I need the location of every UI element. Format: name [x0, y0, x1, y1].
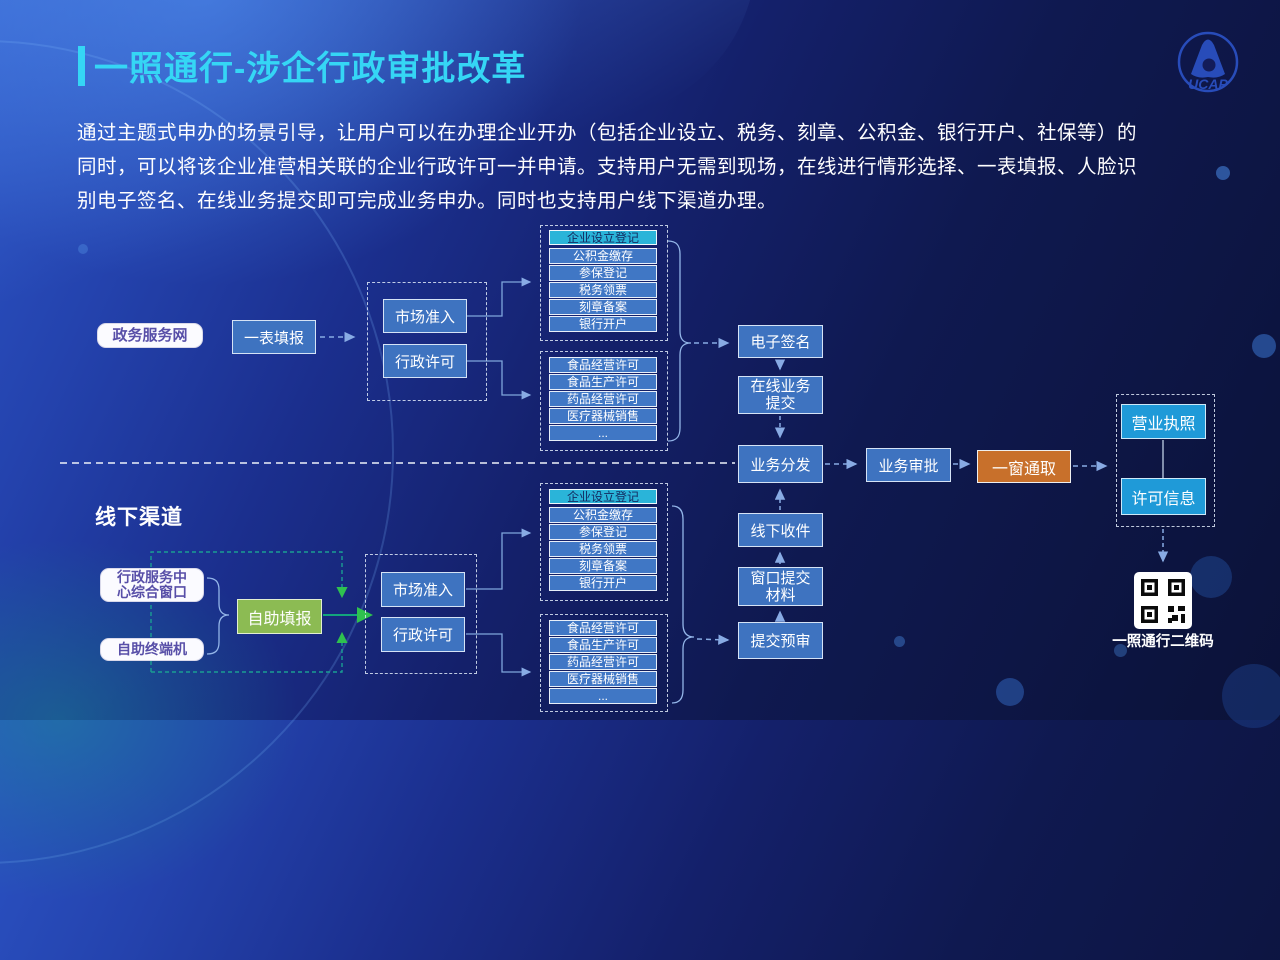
- node-setup-offline-1: 公积金缴存: [549, 507, 657, 523]
- node-license-offline-0: 食品经营许可: [549, 620, 657, 636]
- node-setup-3: 税务领票: [549, 282, 657, 298]
- bg-circle: [1216, 166, 1230, 180]
- bg-circle: [1252, 334, 1276, 358]
- ucap-logo-icon: UCAP: [1177, 31, 1239, 93]
- node-market-access: 市场准入: [383, 299, 467, 333]
- node-self-terminal: 自助终端机: [100, 638, 204, 661]
- node-license-4: ...: [549, 425, 657, 441]
- node-business-license: 营业执照: [1121, 404, 1206, 439]
- node-submit-preview: 提交预审: [738, 622, 823, 659]
- bg-circle: [1222, 664, 1280, 728]
- node-setup-offline-5: 银行开户: [549, 575, 657, 591]
- brace-online-groups: [667, 240, 692, 442]
- group-offline-setup: [540, 483, 668, 601]
- node-setup-0: 企业设立登记: [549, 230, 657, 245]
- bg-glow-bottomleft: [0, 480, 380, 960]
- node-pickup: 一窗通取: [977, 450, 1071, 483]
- node-online-submit: 在线业务 提交: [738, 376, 823, 414]
- node-self-fill: 自助填报: [237, 599, 322, 634]
- node-gov-portal: 政务服务网: [97, 323, 203, 348]
- node-license-0: 食品经营许可: [549, 357, 657, 373]
- node-setup-4: 刻章备案: [549, 299, 657, 315]
- intro-line-1: 通过主题式申办的场景引导，让用户可以在办理企业开办（包括企业设立、税务、刻章、公…: [77, 122, 1138, 144]
- node-setup-5: 银行开户: [549, 316, 657, 332]
- node-setup-offline-3: 税务领票: [549, 541, 657, 557]
- node-license-2: 药品经营许可: [549, 391, 657, 407]
- brace-offline-entries: [206, 577, 230, 655]
- node-license-offline-1: 食品生产许可: [549, 637, 657, 653]
- intro-line-2: 同时，可以将该企业准营相关联的企业行政许可一并申请。支持用户无需到现场，在线进行…: [77, 156, 1138, 178]
- qr-code-label: 一照通行二维码: [1112, 634, 1214, 650]
- node-permit-info: 许可信息: [1121, 478, 1206, 515]
- node-setup-offline-0: 企业设立登记: [549, 489, 657, 504]
- offline-channel-heading: 线下渠道: [95, 506, 183, 529]
- node-esign: 电子签名: [738, 325, 823, 358]
- node-setup-1: 公积金缴存: [549, 248, 657, 264]
- node-license-offline-4: ...: [549, 688, 657, 704]
- node-license-1: 食品生产许可: [549, 374, 657, 390]
- node-service-center-window: 行政服务中 心综合窗口: [100, 568, 204, 602]
- node-review: 业务审批: [866, 448, 951, 482]
- node-dispatch: 业务分发: [738, 445, 823, 483]
- svg-text:UCAP: UCAP: [1188, 76, 1228, 92]
- node-offline-receive: 线下收件: [738, 513, 823, 547]
- node-market-access-offline: 市场准入: [381, 572, 465, 607]
- node-license-offline-2: 药品经营许可: [549, 654, 657, 670]
- qr-code-icon: [1134, 572, 1192, 629]
- brace-offline-groups: [671, 505, 695, 704]
- page-title: 一照通行-涉企行政审批改革: [94, 50, 527, 88]
- group-offline-license: [540, 614, 668, 712]
- node-setup-offline-2: 参保登记: [549, 524, 657, 540]
- arrow-groups-to-preview: [696, 634, 730, 645]
- node-license-offline-3: 医疗器械销售: [549, 671, 657, 687]
- bg-circle: [78, 244, 88, 254]
- intro-line-3: 别电子签名、在线业务提交即可完成业务申办。同时也支持用户线下渠道办理。: [77, 190, 778, 212]
- node-setup-offline-4: 刻章备案: [549, 558, 657, 574]
- node-admin-license: 行政许可: [383, 344, 467, 378]
- title-accent-bar: [78, 46, 85, 86]
- node-setup-2: 参保登记: [549, 265, 657, 281]
- group-result: [1116, 394, 1215, 527]
- node-admin-license-offline: 行政许可: [381, 617, 465, 652]
- node-one-form: 一表填报: [232, 320, 316, 354]
- bg-circle: [996, 678, 1024, 706]
- node-window-submit: 窗口提交 材料: [738, 567, 823, 606]
- bg-circle: [894, 636, 905, 647]
- node-license-3: 医疗器械销售: [549, 408, 657, 424]
- bg-circle: [1190, 556, 1232, 598]
